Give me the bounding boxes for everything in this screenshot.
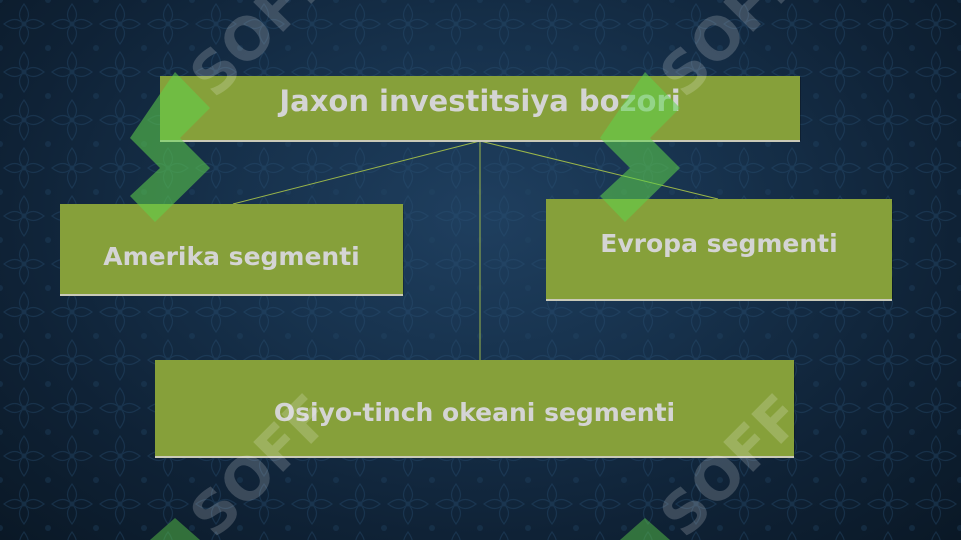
connector-to-amerika xyxy=(232,140,481,205)
connector-to-evropa xyxy=(479,140,719,200)
evropa-segment-box: Evropa segmenti xyxy=(546,199,892,299)
evropa-segment-label: Evropa segmenti xyxy=(600,228,838,258)
osiyo-segment-label: Osiyo-tinch okeani segmenti xyxy=(273,397,676,427)
amerika-segment-box: Amerika segmenti xyxy=(60,204,403,294)
amerika-segment-label: Amerika segmenti xyxy=(103,241,360,271)
osiyo-segment-box: Osiyo-tinch okeani segmenti xyxy=(155,360,794,456)
root-node-box: Jaxon investitsiya bozori xyxy=(160,76,800,140)
root-node-label: Jaxon investitsiya bozori xyxy=(279,84,681,118)
